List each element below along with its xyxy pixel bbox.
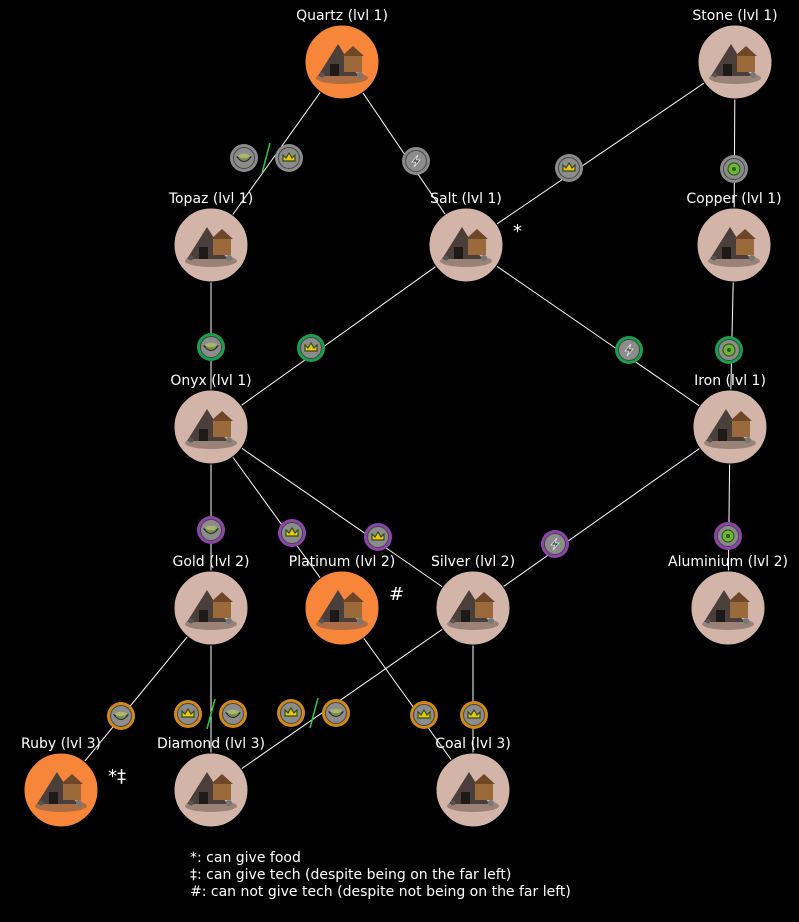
- iron-mine-icon: [704, 409, 756, 449]
- node-note-ruby: *‡: [108, 766, 126, 787]
- badge-gear-icon: [714, 522, 742, 550]
- badge-crown-icon: [364, 523, 392, 551]
- edge-stone-salt: [465, 61, 736, 246]
- badge-bowl-icon: [219, 700, 247, 728]
- node-label-onyx: Onyx (lvl 1): [170, 373, 251, 389]
- node-copper[interactable]: Copper (lvl 1): [686, 191, 782, 283]
- or-slash: [309, 697, 319, 729]
- edge-silver-diamond: [210, 607, 474, 791]
- legend: *: can give food ‡: can give tech (despi…: [190, 850, 571, 901]
- node-label-gold: Gold (lvl 2): [173, 554, 250, 570]
- badge-crown-icon: [410, 701, 438, 729]
- alternative-separators: [206, 142, 319, 730]
- legend-item-food: *: can give food: [190, 850, 301, 866]
- badge-crown-icon: [460, 701, 488, 729]
- node-label-salt: Salt (lvl 1): [430, 191, 502, 207]
- node-salt[interactable]: Salt (lvl 1) *: [428, 191, 522, 283]
- node-note-salt: *: [513, 221, 522, 242]
- quartz-mine-icon: [316, 44, 368, 84]
- badge-bolt-icon: [615, 336, 643, 364]
- node-coal[interactable]: Coal (lvl 3): [435, 736, 511, 828]
- coal-mine-icon: [447, 772, 499, 812]
- node-label-topaz: Topaz (lvl 1): [168, 191, 253, 207]
- badge-crown-icon: [277, 699, 305, 727]
- edge-iron-silver: [472, 426, 731, 609]
- node-gold[interactable]: Gold (lvl 2): [173, 554, 250, 646]
- platinum-mine-icon: [316, 590, 368, 630]
- badge-crown-icon: [297, 334, 325, 362]
- node-label-platinum: Platinum (lvl 2): [289, 554, 395, 570]
- node-label-aluminium: Aluminium (lvl 2): [668, 554, 788, 570]
- aluminium-mine-icon: [702, 590, 754, 630]
- node-aluminium[interactable]: Aluminium (lvl 2): [668, 554, 788, 646]
- edge-onyx-silver: [210, 426, 474, 609]
- node-label-diamond: Diamond (lvl 3): [157, 736, 265, 752]
- badge-bowl-icon: [230, 144, 258, 172]
- node-label-ruby: Ruby (lvl 3): [21, 736, 101, 752]
- node-diamond[interactable]: Diamond (lvl 3): [157, 736, 265, 828]
- node-label-stone: Stone (lvl 1): [692, 8, 777, 24]
- node-platinum[interactable]: Platinum (lvl 2) #: [289, 554, 404, 646]
- or-slash: [261, 142, 271, 174]
- legend-item-no-tech: #: can not give tech (despite not being …: [190, 884, 571, 900]
- onyx-mine-icon: [185, 409, 237, 449]
- legend-item-tech: ‡: can give tech (despite being on the f…: [190, 867, 512, 883]
- salt-mine-icon: [440, 227, 492, 267]
- edge-gold-ruby: [60, 607, 212, 791]
- node-note-platinum: #: [389, 584, 404, 605]
- copper-mine-icon: [708, 227, 760, 267]
- node-iron[interactable]: Iron (lvl 1): [692, 373, 768, 465]
- diamond-mine-icon: [185, 772, 237, 812]
- badge-bowl-icon: [197, 516, 225, 544]
- node-label-silver: Silver (lvl 2): [431, 554, 515, 570]
- badge-bowl-icon: [322, 699, 350, 727]
- node-stone[interactable]: Stone (lvl 1): [692, 8, 778, 100]
- edges: [60, 61, 736, 791]
- badge-gear-icon: [715, 336, 743, 364]
- badge-crown-icon: [174, 700, 202, 728]
- badge-crown-icon: [555, 154, 583, 182]
- stone-mine-icon: [709, 44, 761, 84]
- node-quartz[interactable]: Quartz (lvl 1): [296, 8, 388, 100]
- badge-bolt-icon: [402, 147, 430, 175]
- ruby-mine-icon: [35, 772, 87, 812]
- badge-gear-icon: [720, 155, 748, 183]
- node-onyx[interactable]: Onyx (lvl 1): [170, 373, 252, 465]
- node-label-coal: Coal (lvl 3): [435, 736, 511, 752]
- node-topaz[interactable]: Topaz (lvl 1): [168, 191, 253, 283]
- nodes: Quartz (lvl 1) Stone (lvl 1) Topaz (lvl 1)…: [21, 8, 788, 828]
- silver-mine-icon: [447, 590, 499, 630]
- badge-crown-icon: [278, 519, 306, 547]
- badge-bolt-icon: [541, 530, 569, 558]
- node-silver[interactable]: Silver (lvl 2): [431, 554, 515, 646]
- node-label-iron: Iron (lvl 1): [694, 373, 766, 389]
- badge-bowl-icon: [107, 702, 135, 730]
- or-slash: [206, 698, 216, 730]
- topaz-mine-icon: [185, 227, 237, 267]
- node-label-quartz: Quartz (lvl 1): [296, 8, 388, 24]
- node-ruby[interactable]: Ruby (lvl 3) *‡: [21, 736, 126, 828]
- badge-bowl-icon: [197, 333, 225, 361]
- edge-salt-iron: [465, 244, 731, 428]
- node-label-copper: Copper (lvl 1): [686, 191, 781, 207]
- edge-salt-onyx: [210, 244, 467, 428]
- badge-crown-icon: [275, 144, 303, 172]
- requirement-badges: [107, 144, 748, 730]
- gold-mine-icon: [185, 590, 237, 630]
